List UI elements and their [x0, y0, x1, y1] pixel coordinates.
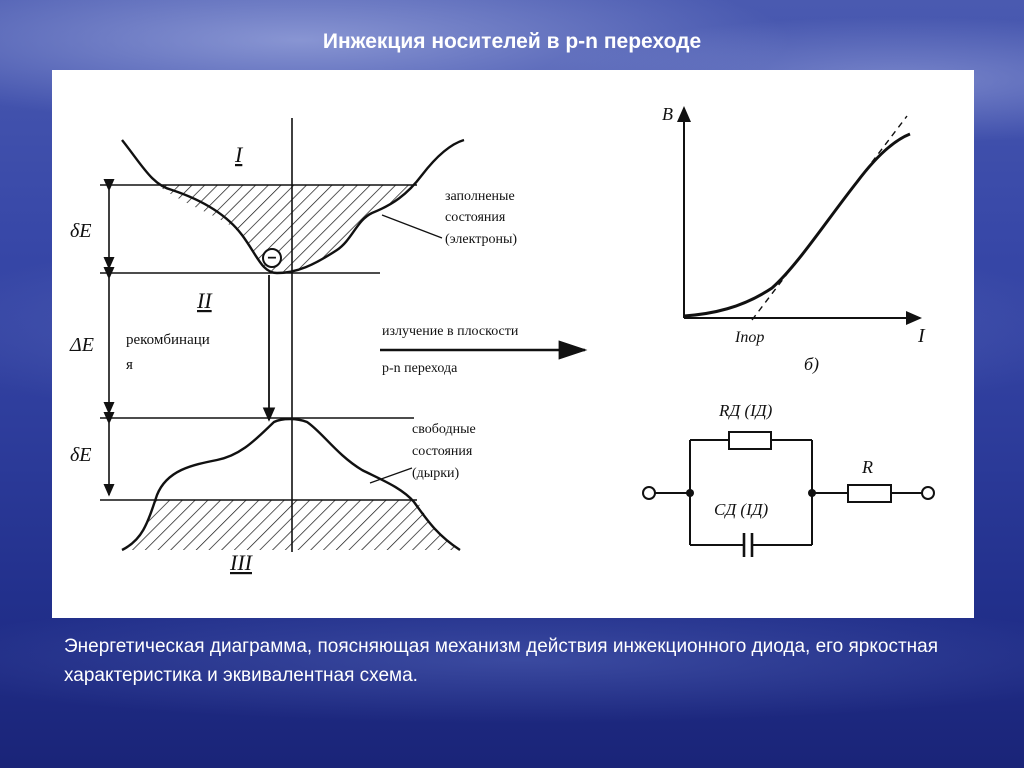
- brightness-graph: B I Iпор б): [662, 104, 926, 375]
- free-states-line-3: (дырки): [412, 466, 459, 481]
- emission-label-2: p-n перехода: [382, 361, 458, 376]
- electron-circle: [262, 248, 282, 268]
- region-middle-label: II: [196, 288, 213, 313]
- figure-panel: − δE ΔE δE I II III рекомбинаци я заполн…: [52, 70, 974, 618]
- cd-label: CД (IД): [714, 500, 769, 519]
- free-states-line-2: состояния: [412, 444, 473, 459]
- band-diagram: − δE ΔE δE I II III рекомбинаци я заполн…: [69, 118, 588, 575]
- delta-e-top-label: δE: [70, 220, 92, 242]
- region-upper-label: I: [234, 142, 244, 167]
- output-terminal: [921, 486, 935, 500]
- recombination-label-1: рекомбинаци: [126, 332, 210, 348]
- brightness-curve: [683, 132, 911, 318]
- delta-e-bottom-label: δE: [70, 444, 92, 466]
- slide-title: Инжекция носителей в p-n переходе: [322, 30, 702, 53]
- electron-symbol: −: [267, 250, 276, 267]
- figure-svg: − δE ΔE δE I II III рекомбинаци я заполн…: [69, 104, 935, 575]
- recombination-label-2: я: [126, 357, 133, 373]
- equivalent-circuit: RД (IД) CД (IД) R: [642, 401, 935, 557]
- free-states-line-1: свободные: [412, 422, 476, 437]
- filled-electron-states: [157, 185, 417, 273]
- graph-x-label: I: [917, 325, 926, 347]
- free-hole-states: [122, 500, 460, 550]
- free-states-leader: [369, 467, 413, 484]
- filled-states-line-2: состояния: [445, 210, 506, 225]
- valence-band-curve: [121, 417, 461, 552]
- slide-caption: Энергетическая диаграмма, поясняющая мех…: [64, 636, 939, 686]
- filled-states-line-3: (электроны): [445, 232, 517, 247]
- region-lower-label: III: [229, 550, 254, 575]
- resistor-rd: [728, 431, 772, 450]
- graph-y-label: B: [662, 104, 673, 124]
- rd-label: RД (IД): [718, 401, 773, 420]
- conduction-band-curve: [121, 138, 465, 275]
- threshold-label: Iпор: [734, 329, 764, 346]
- threshold-tangent: [751, 115, 908, 321]
- input-terminal: [642, 486, 656, 500]
- filled-states-line-1: заполненые: [445, 189, 515, 204]
- emission-label-1: излучение в плоскости: [382, 324, 519, 339]
- r-label: R: [861, 457, 873, 477]
- filled-states-leader: [381, 214, 443, 239]
- resistor-r: [847, 484, 892, 503]
- delta-e-gap-label: ΔE: [69, 334, 94, 356]
- graph-panel-label: б): [804, 354, 819, 375]
